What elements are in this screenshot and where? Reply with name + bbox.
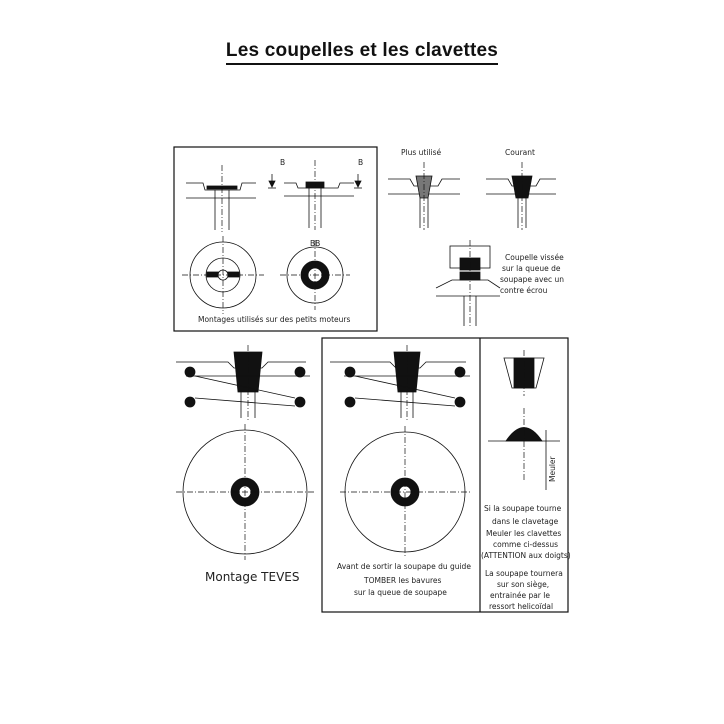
sketch-top-view-left [182,236,264,314]
label-coupelle-1: Coupelle vissée [505,253,564,262]
sketch-plus-utilise [388,162,460,230]
label-si-soupape-5: (ATTENTION aux doigts) [481,551,571,560]
label-avant-sortir-2: TOMBER les bavures [363,576,442,585]
label-si-soupape-3: Meuler les clavettes [486,529,561,538]
label-montage-teves: Montage TEVES [205,570,300,584]
label-plus-utilise: Plus utilisé [401,148,442,157]
label-si-soupape-2: dans le clavetage [492,517,559,526]
label-b-right: B [358,158,363,167]
label-avant-sortir-1: Avant de sortir la soupape du guide [337,562,471,571]
label-tournera-2: sur son siège, [497,580,549,589]
sketch-cup-flat [186,165,256,232]
sketch-meuler [488,408,560,490]
sketch-top-view-right [280,240,350,310]
label-tournera-3: entrainée par le [490,591,550,600]
label-si-soupape-1: Si la soupape tourne [484,504,562,513]
label-si-soupape-4: comme ci-dessus [493,540,558,549]
label-avant-sortir-3: sur la queue de soupape [354,588,447,597]
label-coupelle-4: contre écrou [500,286,548,295]
sketch-guide-top [340,426,470,558]
sketch-coupelle-vissee [435,240,501,328]
box-small-engines [173,146,378,332]
label-tournera-1: La soupape tournera [485,569,563,578]
label-coupelle-3: soupape avec un [500,275,564,284]
sketch-guide-side [330,345,470,420]
sketch-cup-b-section [268,160,362,230]
box-bottom-right [321,337,569,613]
sketch-courant [486,162,556,230]
label-montages-petits: Montages utilisés sur des petits moteurs [198,315,350,324]
sketch-teves-side [176,345,310,420]
page-title-text: Les coupelles et les clavettes [225,40,499,65]
label-courant: Courant [505,148,535,157]
label-meuler: Meuler [548,455,557,482]
label-tournera-4: ressort helicoïdal [489,602,553,611]
sketch-teves-top [176,424,314,560]
label-b-left: B [280,158,285,167]
page-title: Les coupelles et les clavettes [0,40,724,65]
label-coupelle-2: sur la queue de [502,264,561,273]
sketch-key-grind [503,350,545,396]
